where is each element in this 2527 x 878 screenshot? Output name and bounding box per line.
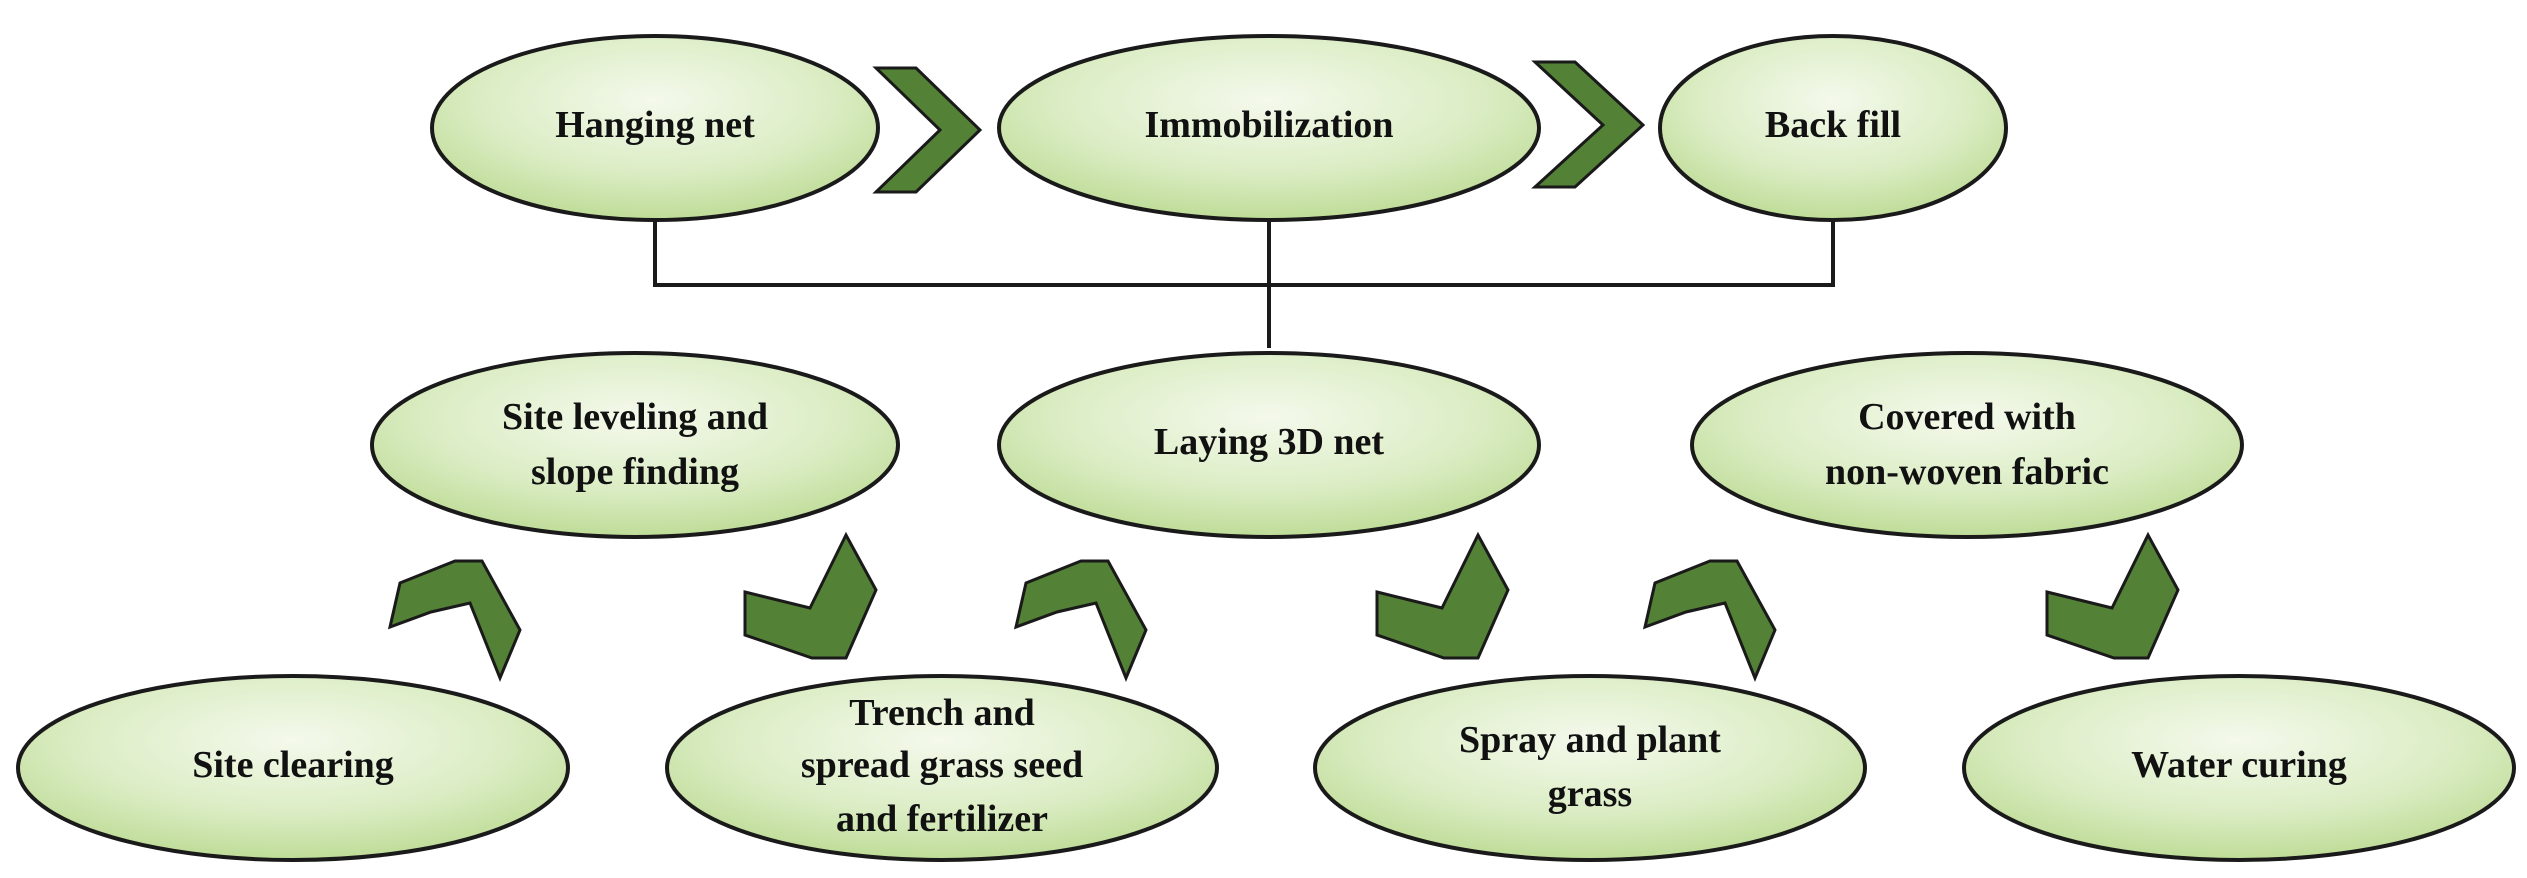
node-label-line: non-woven fabric [1825,451,2109,493]
svg-text:grass: grass [1548,773,1632,815]
svg-text:Covered with: Covered with [1858,396,2076,438]
svg-text:Spray and plant: Spray and plant [1459,719,1721,761]
chevron-down-right-icon [2045,531,2180,660]
svg-text:non-woven fabric: non-woven fabric [1825,451,2109,493]
node-covered-fabric: Covered with non-woven fabric [1690,351,2244,539]
chevron-arrows [387,60,2180,682]
chevron-down-right-icon [1375,531,1510,660]
connector-back-fill [1269,220,1835,287]
svg-text:Site clearing: Site clearing [192,744,394,786]
svg-text:Hanging net: Hanging net [555,104,755,146]
node-label: Site clearing [192,744,394,786]
node-hanging-net: Hanging net [430,34,880,222]
svg-text:Water curing: Water curing [2131,744,2347,786]
node-immobilization: Immobilization [997,34,1541,222]
node-site-leveling: Site leveling and slope finding [370,351,900,539]
svg-text:Back fill: Back fill [1765,104,1901,146]
node-back-fill: Back fill [1658,34,2008,222]
chevron-up-right-icon [387,559,522,682]
node-label-line: and fertilizer [836,798,1048,840]
node-site-clearing: Site clearing [16,674,570,862]
node-water-curing: Water curing [1962,674,2516,862]
node-spray-plant: Spray and plant grass [1313,674,1867,862]
node-label-line: Spray and plant [1459,719,1721,761]
svg-text:spread grass seed: spread grass seed [801,744,1083,786]
svg-text:Trench and: Trench and [849,692,1034,734]
chevron-right-icon [1531,60,1646,189]
node-label: Laying 3D net [1154,421,1384,463]
node-trench-spread: Trench and spread grass seed and fertili… [665,674,1219,862]
node-label-line: slope finding [531,451,739,493]
chevron-up-right-icon [1642,559,1777,682]
node-label: Hanging net [555,104,755,146]
chevron-up-right-icon [1013,559,1148,682]
node-label-line: spread grass seed [801,744,1083,786]
node-label-line: grass [1548,773,1632,815]
connector-hanging-net [653,220,1269,287]
node-label: Immobilization [1144,104,1393,146]
node-laying-3d-net: Laying 3D net [997,351,1541,539]
node-label-line: Site leveling and [502,396,768,438]
chevron-right-icon [872,66,983,194]
node-label-line: Covered with [1858,396,2076,438]
svg-text:Site leveling and: Site leveling and [502,396,768,438]
connector-lines [653,220,1835,348]
node-label: Water curing [2131,744,2347,786]
svg-text:Immobilization: Immobilization [1144,104,1393,146]
node-label-line: Trench and [849,692,1034,734]
svg-text:slope finding: slope finding [531,451,739,493]
chevron-down-right-icon [743,531,878,660]
svg-text:and fertilizer: and fertilizer [836,798,1048,840]
node-label: Back fill [1765,104,1901,146]
svg-text:Laying 3D net: Laying 3D net [1154,421,1384,463]
